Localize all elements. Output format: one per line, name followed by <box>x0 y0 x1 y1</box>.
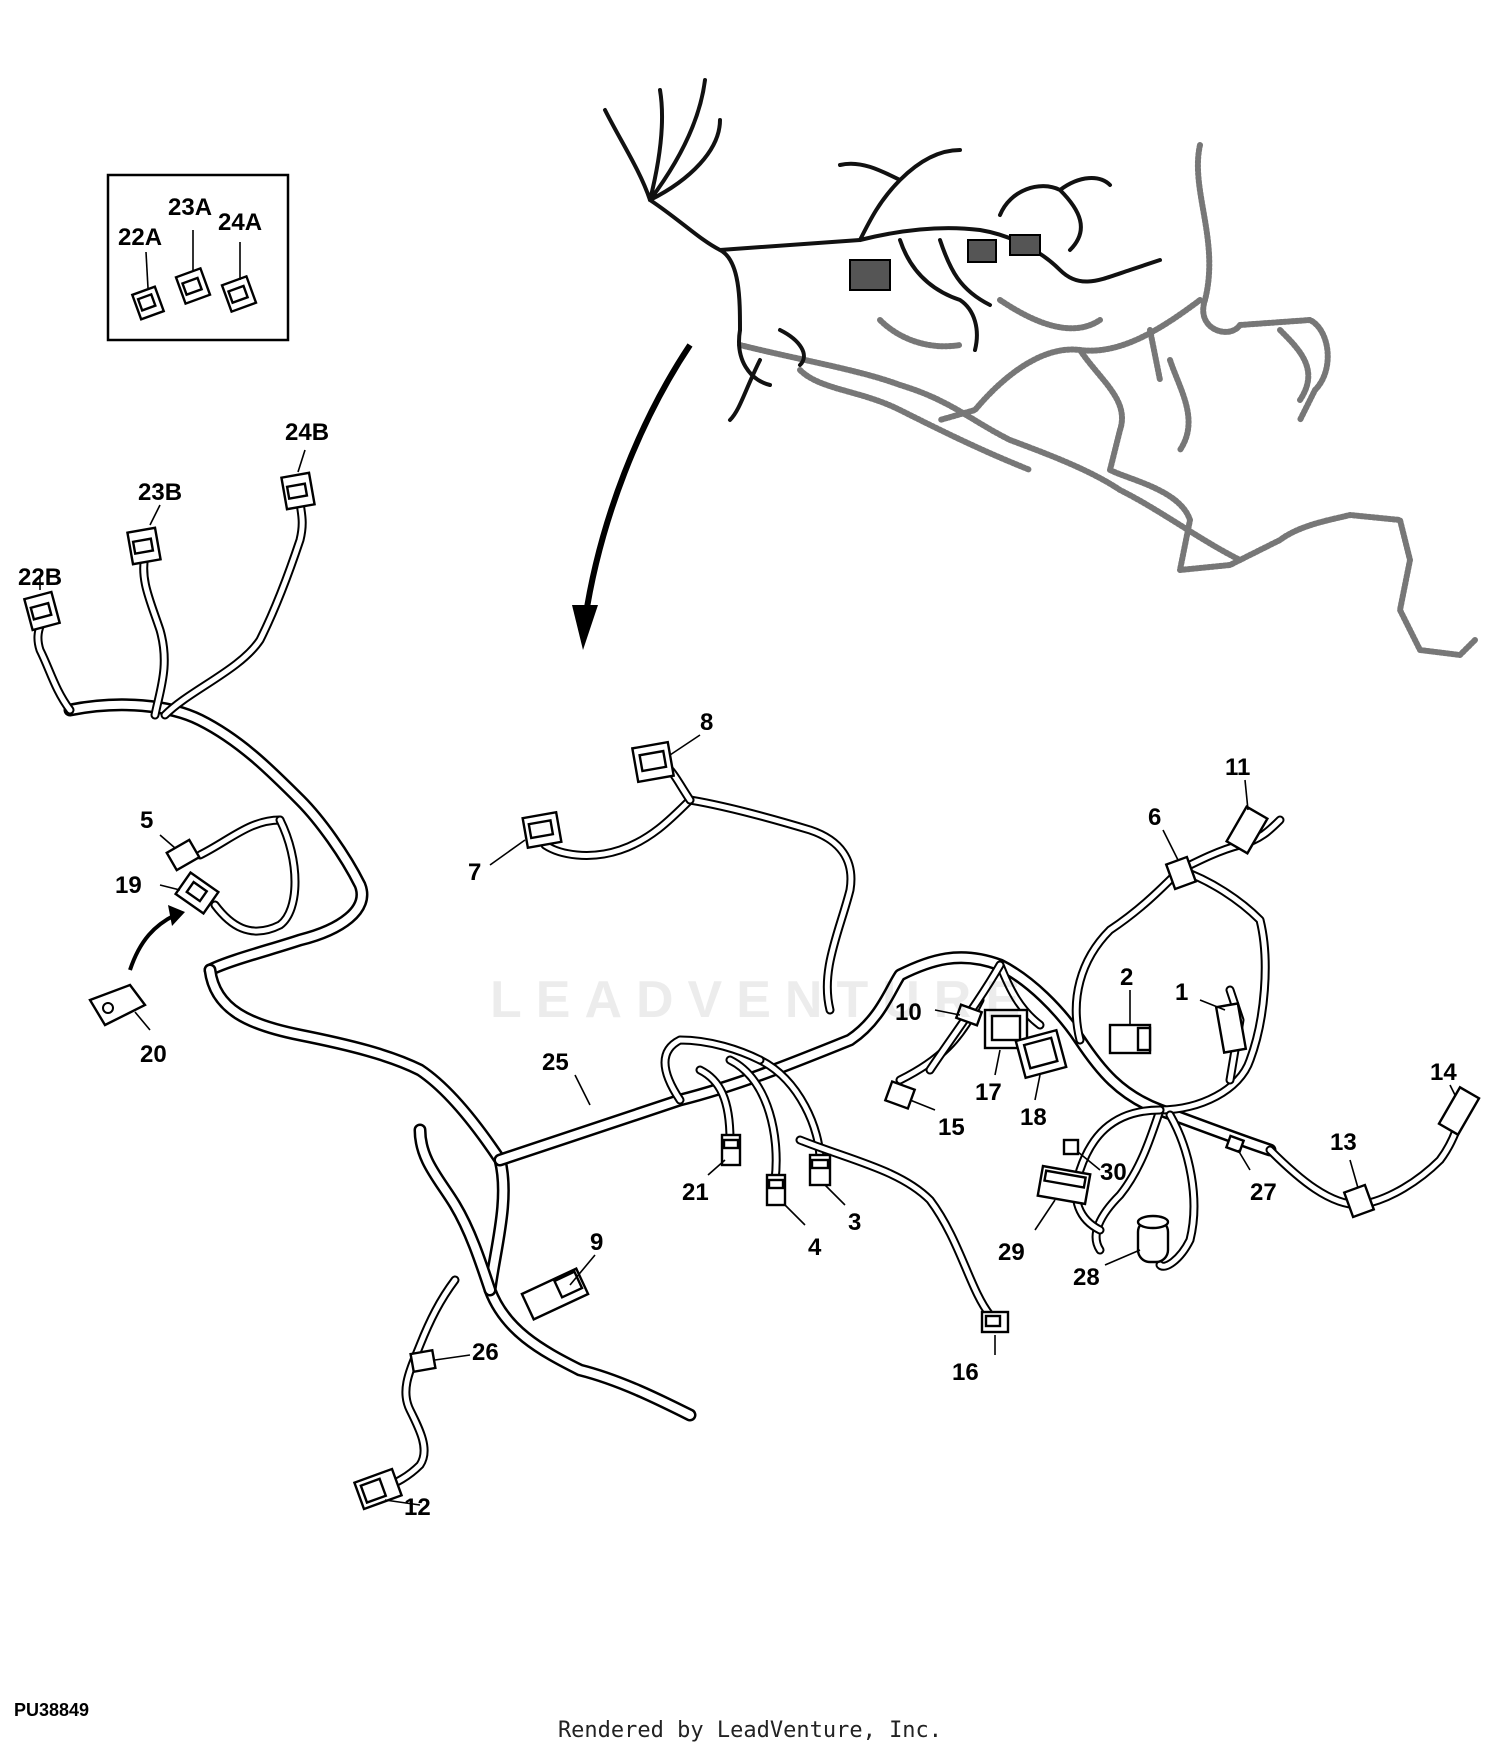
label-21: 21 <box>682 1179 709 1206</box>
label-7: 7 <box>468 859 481 886</box>
main-harness <box>63 698 1277 1422</box>
connector-27 <box>1224 1134 1246 1154</box>
connector-6 <box>1164 855 1198 891</box>
connector-10 <box>954 1003 984 1027</box>
connector-21 <box>720 1133 742 1167</box>
inset-box <box>106 173 290 342</box>
connector-22b <box>22 590 62 632</box>
upper-left-branches <box>33 495 307 720</box>
connector-24b <box>280 471 316 511</box>
label-18: 18 <box>1020 1104 1047 1131</box>
connector-22a <box>130 285 166 321</box>
label-10: 10 <box>895 999 922 1026</box>
label-23a: 23A <box>168 194 212 221</box>
label-24b: 24B <box>285 419 329 446</box>
connector-1 <box>1214 1002 1248 1054</box>
label-8: 8 <box>700 709 713 736</box>
label-25: 25 <box>542 1049 569 1076</box>
small-arrow <box>128 905 185 971</box>
overview-frame <box>737 142 1478 658</box>
label-29: 29 <box>998 1239 1025 1266</box>
connector-2 <box>1108 1023 1152 1055</box>
connector-30 <box>1062 1138 1080 1156</box>
figure-code: PU38849 <box>14 1700 90 1720</box>
connector-18 <box>1014 1028 1068 1080</box>
curved-arrow <box>572 343 693 650</box>
watermark: LEADVENTURE <box>490 971 1035 1029</box>
label-15: 15 <box>938 1114 965 1141</box>
connector-28 <box>1136 1214 1170 1264</box>
connector-5 <box>165 838 201 872</box>
connector-29 <box>1036 1164 1092 1206</box>
label-11: 11 <box>1225 754 1250 781</box>
label-28: 28 <box>1073 1264 1100 1291</box>
connector-7 <box>521 810 563 850</box>
label-22a: 22A <box>118 224 162 251</box>
label-12: 12 <box>404 1494 431 1521</box>
connector-11 <box>1224 805 1270 855</box>
label-23b: 23B <box>138 479 182 506</box>
connector-8 <box>630 740 676 784</box>
connector-19 <box>173 870 221 916</box>
connector-4 <box>765 1173 787 1207</box>
label-20: 20 <box>140 1041 167 1068</box>
overview-harness <box>603 78 1162 422</box>
connector-20 <box>88 983 147 1027</box>
connector-12 <box>352 1467 404 1511</box>
label-22b: 22B <box>18 564 62 591</box>
label-13: 13 <box>1330 1129 1357 1156</box>
connector-14 <box>1437 1085 1481 1137</box>
label-2: 2 <box>1120 964 1133 991</box>
label-4: 4 <box>808 1234 822 1261</box>
connector-16 <box>980 1310 1010 1334</box>
label-14: 14 <box>1430 1059 1457 1086</box>
label-24a: 24A <box>218 209 262 236</box>
label-27: 27 <box>1250 1179 1277 1206</box>
connector-23b <box>126 526 162 566</box>
connector-23a <box>174 266 212 306</box>
label-26: 26 <box>472 1339 499 1366</box>
branch-21-4-3-16 <box>660 1035 995 1320</box>
label-1: 1 <box>1175 979 1188 1006</box>
branch-7-8 <box>540 765 856 1015</box>
label-9: 9 <box>590 1229 603 1256</box>
connectors <box>22 471 1481 1511</box>
leader-lines <box>39 449 1456 1506</box>
label-16: 16 <box>952 1359 979 1386</box>
connector-15 <box>883 1079 917 1111</box>
label-5: 5 <box>140 807 153 834</box>
label-19: 19 <box>115 872 142 899</box>
label-6: 6 <box>1148 804 1161 831</box>
branch-5-19 <box>195 815 300 936</box>
label-17: 17 <box>975 1079 1002 1106</box>
branch-26-12 <box>375 1275 460 1495</box>
render-credit: Rendered by LeadVenture, Inc. <box>557 1718 943 1743</box>
connector-24a <box>220 274 258 314</box>
label-30: 30 <box>1100 1159 1127 1186</box>
connector-26 <box>409 1348 437 1374</box>
connector-3 <box>808 1153 832 1187</box>
label-3: 3 <box>848 1209 861 1236</box>
connector-13 <box>1342 1183 1376 1219</box>
